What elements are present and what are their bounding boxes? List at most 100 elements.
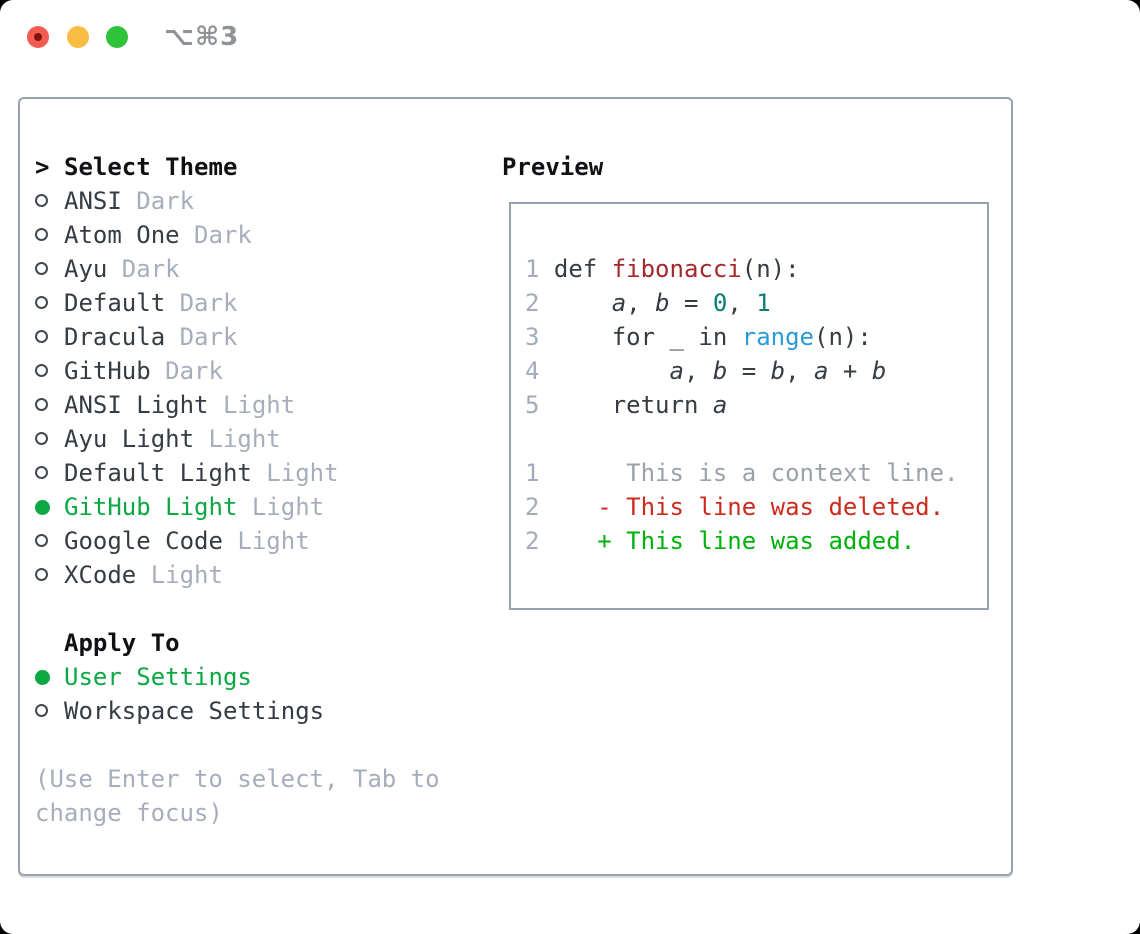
apply-option-workspace-settings[interactable]: Workspace Settings	[35, 694, 480, 728]
close-dot-icon	[34, 33, 42, 41]
theme-option-dracula[interactable]: Dracula Dark	[35, 320, 480, 354]
theme-variant: Dark	[165, 323, 238, 351]
theme-option-xcode[interactable]: XCode Light	[35, 558, 480, 592]
code-token: +	[828, 357, 872, 385]
theme-variant: Light	[194, 425, 281, 453]
theme-variant: Light	[208, 391, 296, 419]
code-token: b	[655, 289, 670, 317]
code-line: 1 This is a context line.	[525, 456, 987, 490]
radio-icon	[35, 218, 64, 252]
theme-option-ansi[interactable]: ANSI Dark	[35, 184, 480, 218]
theme-option-github[interactable]: GitHub Dark	[35, 354, 480, 388]
code-token	[554, 357, 670, 385]
apply-option-user-settings[interactable]: User Settings	[35, 660, 480, 694]
select-theme-header: > Select Theme	[35, 150, 480, 184]
code-line: 2 a, b = 0, 1	[525, 286, 987, 320]
code-token: This is a context line.	[553, 459, 959, 487]
code-token: - This line was deleted.	[553, 493, 945, 521]
line-number: 5	[525, 391, 554, 419]
radio-icon	[35, 456, 64, 490]
line-number: 3	[525, 323, 554, 351]
apply-to-header: Apply To	[35, 626, 480, 660]
code-token: ,	[727, 289, 757, 317]
theme-name: Default	[64, 289, 166, 317]
theme-name: Default Light	[64, 459, 252, 487]
theme-option-ayu-light[interactable]: Ayu Light Light	[35, 422, 480, 456]
code-token: a	[611, 289, 627, 317]
line-number: 1	[525, 459, 554, 487]
theme-name: XCode	[64, 561, 137, 589]
apply-option-label: Workspace Settings	[64, 697, 325, 725]
theme-option-default-light[interactable]: Default Light Light	[35, 456, 480, 490]
code-line	[525, 422, 987, 456]
code-token: 1	[756, 289, 771, 317]
radio-icon	[35, 558, 64, 592]
radio-icon	[35, 422, 64, 456]
code-line: 4 a, b = b, a + b	[525, 354, 987, 388]
radio-icon	[35, 252, 64, 286]
code-token: (n):	[741, 255, 800, 283]
theme-option-ayu[interactable]: Ayu Dark	[35, 252, 480, 286]
theme-name: ANSI Light	[64, 391, 209, 419]
code-token: a	[814, 357, 829, 385]
apply-to-title: Apply To	[64, 629, 180, 657]
theme-name: Google Code	[64, 527, 223, 555]
theme-option-ansi-light[interactable]: ANSI Light Light	[35, 388, 480, 422]
select-theme-title: Select Theme	[64, 153, 238, 181]
code-token: b	[871, 357, 887, 385]
theme-variant: Dark	[165, 289, 238, 317]
radio-icon	[35, 694, 64, 728]
zoom-button[interactable]	[106, 26, 128, 48]
code-token: a	[669, 357, 684, 385]
code-token: + This line was added.	[553, 527, 916, 555]
theme-name: ANSI	[64, 187, 122, 215]
theme-option-github-light[interactable]: GitHub Light Light	[35, 490, 480, 524]
code-line: 5 return a	[525, 388, 987, 422]
code-token: ,	[626, 289, 656, 317]
radio-icon	[35, 320, 64, 354]
theme-option-default[interactable]: Default Dark	[35, 286, 480, 320]
minimize-button[interactable]	[67, 26, 89, 48]
code-token: fibonacci	[611, 255, 742, 283]
code-token: b	[712, 357, 728, 385]
theme-variant: Light	[136, 561, 223, 589]
code-line: 1 def fibonacci(n):	[525, 252, 987, 286]
theme-name: Atom One	[64, 221, 180, 249]
code-token: b	[770, 357, 786, 385]
theme-variant: Light	[222, 527, 310, 555]
code-line: 2 - This line was deleted.	[525, 490, 987, 524]
theme-variant: Dark	[150, 357, 223, 385]
theme-name: Ayu	[64, 255, 108, 283]
prompt-caret-icon: >	[35, 153, 50, 181]
radio-selected-icon	[35, 490, 64, 524]
code-token	[554, 289, 612, 317]
code-token: def	[553, 255, 612, 283]
code-token: for _ in	[553, 323, 742, 351]
line-number: 1	[525, 255, 554, 283]
titlebar: ⌥⌘3	[0, 0, 1140, 74]
theme-option-atom-one[interactable]: Atom One Dark	[35, 218, 480, 252]
code-token: =	[669, 289, 713, 317]
code-line: 2 + This line was added.	[525, 524, 987, 558]
code-line: 3 for _ in range(n):	[525, 320, 987, 354]
theme-option-google-code[interactable]: Google Code Light	[35, 524, 480, 558]
window-title: ⌥⌘3	[164, 22, 240, 52]
code-token: 0	[712, 289, 728, 317]
line-number: 2	[525, 289, 554, 317]
close-button[interactable]	[27, 26, 49, 48]
code-token: range	[741, 323, 814, 351]
code-token: ,	[785, 357, 815, 385]
theme-variant: Light	[237, 493, 325, 521]
hint-text: (Use Enter to select, Tab to change focu…	[35, 765, 440, 827]
apply-option-label: User Settings	[64, 663, 252, 691]
code-token: a	[712, 391, 728, 419]
preview-title: Preview	[502, 153, 604, 181]
theme-name: Ayu Light	[64, 425, 195, 453]
theme-name: Dracula	[64, 323, 166, 351]
